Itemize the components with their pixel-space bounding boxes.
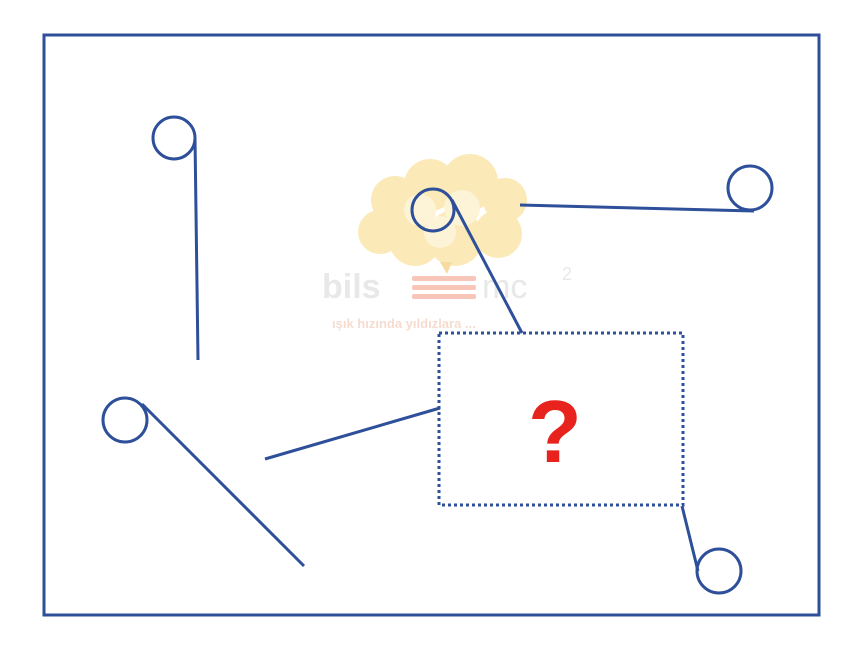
ring-vertical-topleft — [151, 115, 200, 361]
question-mark: ? — [528, 382, 582, 481]
watermark-cloud — [358, 154, 527, 266]
watermark-pencil — [440, 262, 452, 274]
watermark-logo-text: bils — [322, 268, 381, 306]
connector-line-left — [264, 406, 441, 461]
missing-piece-box — [437, 331, 685, 507]
ring-diagonal-bottomleft — [101, 396, 306, 568]
watermark-tagline: ışık hızında yıldızlara ... — [332, 316, 476, 331]
watermark-stripes — [412, 276, 476, 299]
ring-horizontal-topright — [519, 164, 774, 213]
outer-frame — [42, 33, 821, 617]
watermark-superscript: 2 — [562, 264, 572, 284]
ring-diagonal-center — [410, 187, 524, 334]
ring-bottomright — [680, 505, 743, 595]
watermark-logo: bils mc 2 ışık hızında yıldızlara ... — [322, 154, 572, 331]
